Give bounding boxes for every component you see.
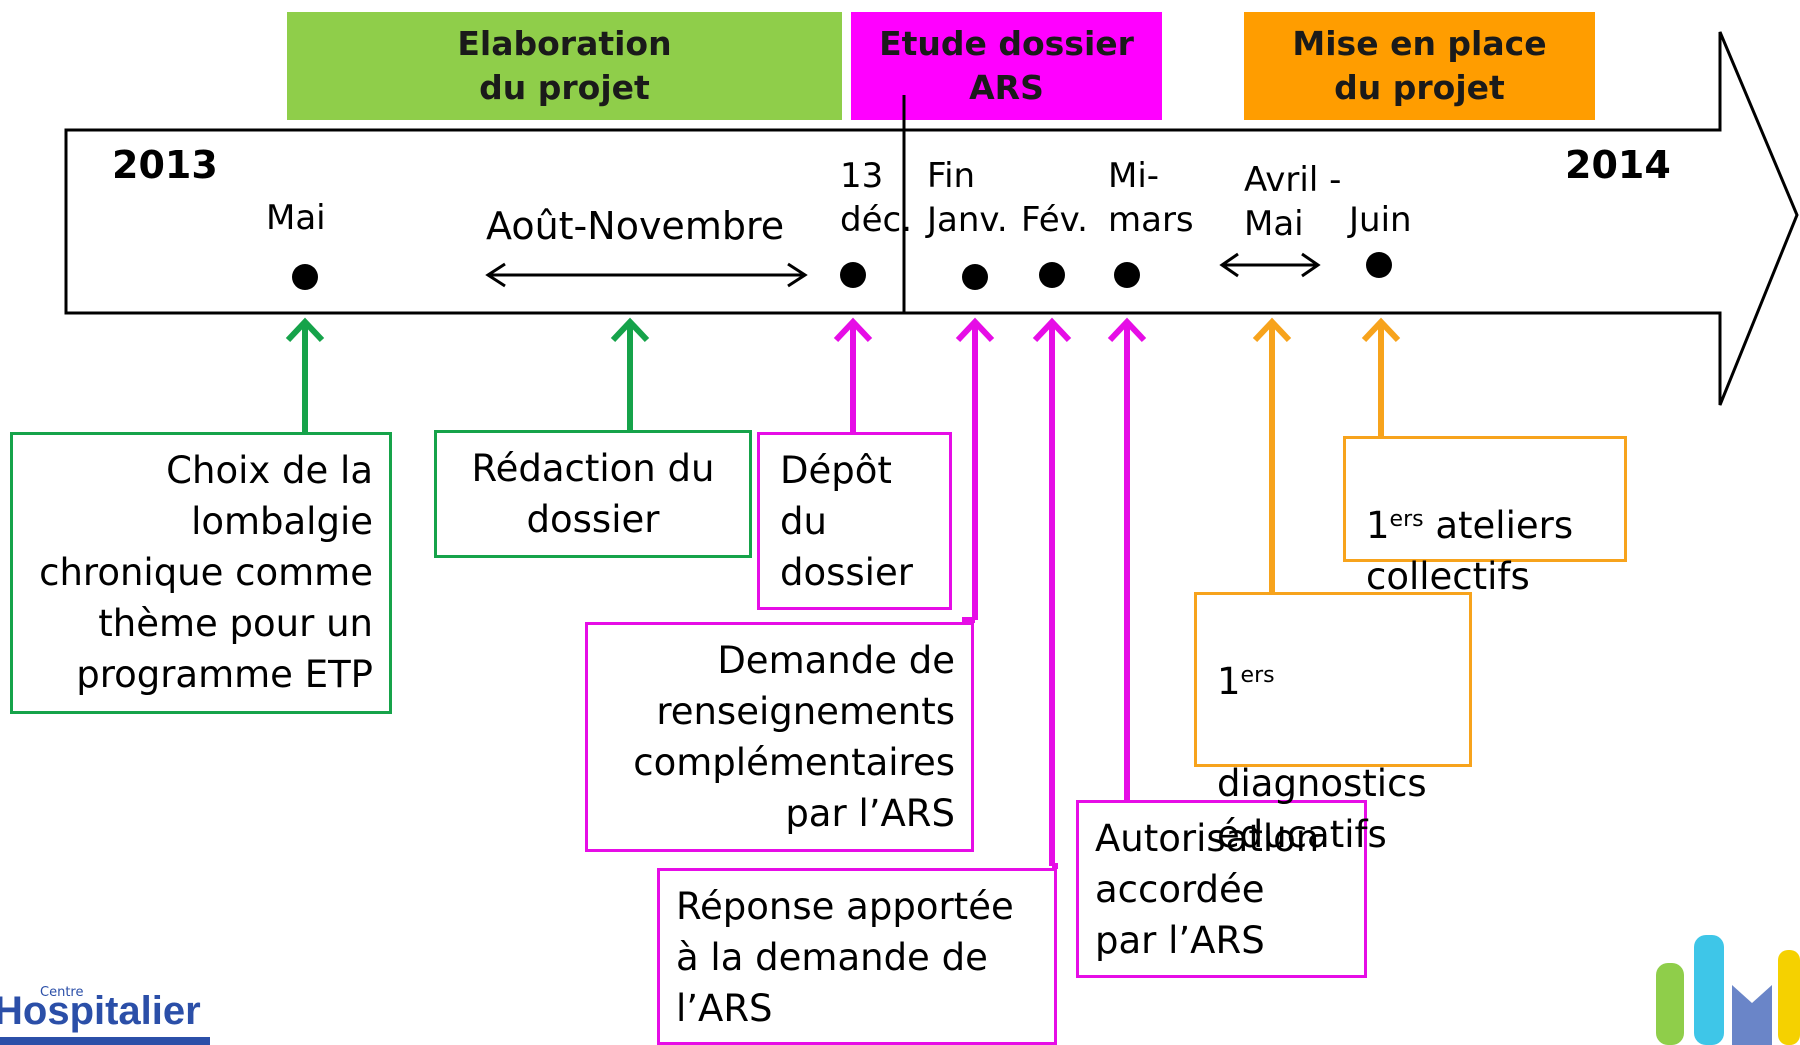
logo-main-text: Hospitalier	[0, 989, 201, 1033]
ateliers-text: ateliers collectifs	[1366, 504, 1574, 598]
box-autorisation: Autorisation accordée par l’ARS	[1076, 800, 1367, 978]
ateliers-number: 1	[1366, 504, 1390, 547]
label-mi-mars: Mi- mars	[1108, 156, 1194, 240]
double-arrow-avril-mai	[1219, 252, 1321, 278]
ateliers-sup: ers	[1389, 507, 1424, 532]
phase-mise-en-place: Mise en place du projet	[1244, 12, 1595, 120]
label-avril-mai: Avril - Mai	[1244, 160, 1342, 244]
diagnostics-number: 1	[1217, 660, 1241, 703]
logo-bar	[0, 1037, 210, 1045]
double-arrow-aout-novembre	[485, 262, 808, 288]
connector-reponse	[1032, 317, 1072, 869]
diagnostics-text: diagnostics éducatifs	[1217, 762, 1427, 856]
connector-demande	[955, 317, 995, 623]
box-demande-renseignements: Demande de renseignements complémentaire…	[585, 622, 974, 852]
dot-13-dec	[840, 262, 866, 288]
dot-fin-janv	[962, 264, 988, 290]
label-fev: Fév.	[1021, 200, 1088, 240]
year-2013: 2013	[112, 143, 218, 187]
label-13-dec: 13 déc.	[840, 156, 913, 240]
phase-elaboration: Elaboration du projet	[287, 12, 842, 120]
box-choix-lombalgie: Choix de la lombalgie chronique comme th…	[10, 432, 392, 714]
label-juin: Juin	[1349, 200, 1412, 240]
box-redaction-dossier: Rédaction du dossier	[434, 430, 752, 558]
connector-choix	[285, 317, 325, 432]
box-reponse-apportee: Réponse apportée à la demande de l’ARS	[657, 868, 1057, 1045]
year-2014: 2014	[1565, 143, 1671, 187]
label-fin-janv: Fin Janv.	[927, 156, 1008, 240]
diagnostics-sup: ers	[1240, 663, 1275, 688]
connector-diagnostics	[1252, 317, 1292, 592]
connector-redaction	[610, 317, 650, 430]
box-premiers-diagnostics: 1ers diagnostics éducatifs	[1194, 592, 1472, 856]
connector-ateliers	[1361, 317, 1401, 436]
connector-autorisation	[1107, 317, 1147, 800]
connector-depot	[833, 317, 873, 432]
dot-mai	[292, 264, 318, 290]
dot-fev	[1039, 262, 1065, 288]
box-depot-dossier: Dépôt du dossier	[757, 432, 952, 610]
decorative-logo-bars	[1656, 935, 1800, 1045]
label-aout-novembre: Août-Novembre	[486, 204, 785, 248]
dot-juin	[1366, 252, 1392, 278]
hospital-logo: Centre Hospitalier	[0, 985, 210, 1045]
dot-mi-mars	[1114, 262, 1140, 288]
label-mai: Mai	[266, 198, 326, 238]
logo-small-text: Centre	[40, 985, 84, 1000]
box-premiers-ateliers: 1ers ateliers collectifs	[1343, 436, 1627, 598]
timeline-arrow	[64, 31, 1799, 406]
